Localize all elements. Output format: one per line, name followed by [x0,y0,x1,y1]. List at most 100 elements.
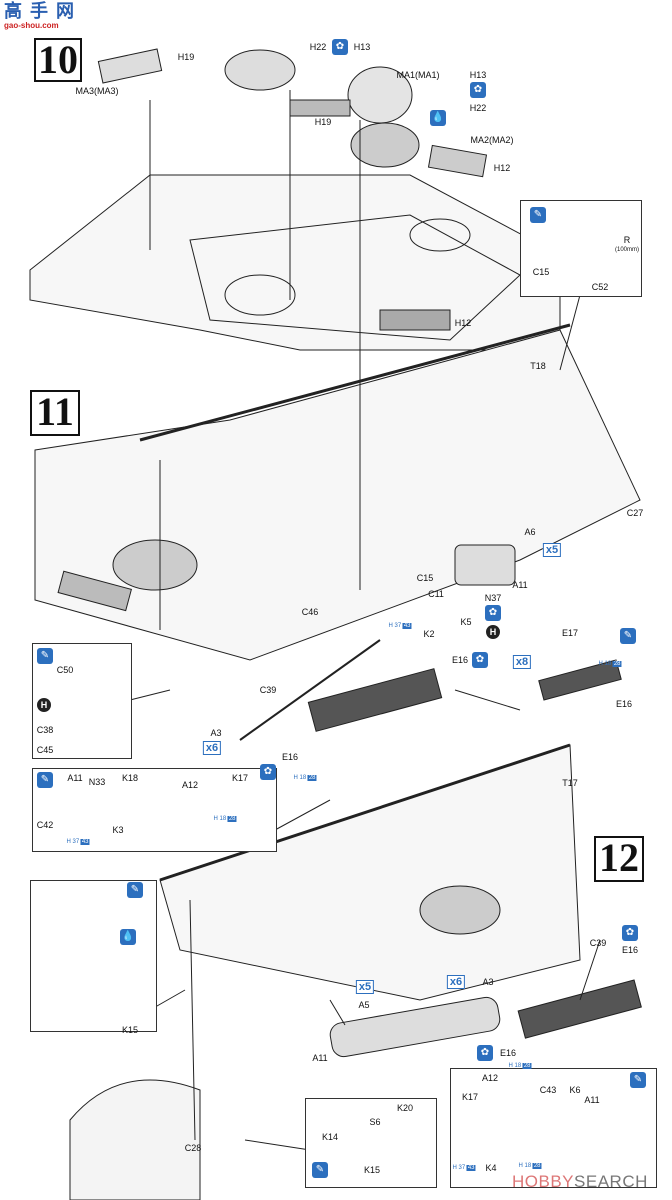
site-watermark: 高手网 gao-shou.com [4,1,82,31]
paint-code: 28 [227,816,237,822]
paint-reference: H 37 43 [66,839,90,845]
paint-reference: H 18 28 [213,816,237,822]
paint-code: H [508,1063,513,1069]
paint-code: 18 [299,775,307,781]
quantity-badge: x6 [446,975,466,989]
part-label: A11 [67,773,83,783]
part-label: A11 [584,1095,600,1105]
paint-code: 28 [522,1063,532,1069]
paint-code: H [518,1163,523,1169]
option-icon: ✿ [260,764,276,780]
part-label: H12 [493,163,511,173]
paint-code: 28 [612,661,622,667]
part-label: K15 [121,1025,139,1035]
paint-reference: H 18 28 [598,661,622,667]
paint-code: H [598,661,603,667]
paint-code: H [213,816,218,822]
paint-code: 18 [604,661,612,667]
paint-reference: H 18 28 [508,1063,532,1069]
glue-icon: 💧 [430,110,446,126]
detail-inset-k17 [32,768,277,852]
part-label: K2 [423,629,435,639]
paint-code: 18 [514,1063,522,1069]
part-label: C43 [539,1085,557,1095]
part-label: K14 [321,1132,339,1142]
detail-inset-k4 [450,1068,657,1188]
part-label: C28 [184,1143,202,1153]
part-label: K17 [231,773,249,783]
part-label: H22 [309,42,327,52]
part-label: E16 [281,752,299,762]
paint-icon: ✎ [127,882,143,898]
option-icon: ✿ [470,82,486,98]
part-label: (100mm) [614,247,640,253]
part-label: E16 [615,699,633,709]
paint-code: 18 [524,1163,532,1169]
paint-icon: ✎ [37,648,53,664]
step-number-10: 10 [34,38,82,82]
part-label: K15 [363,1165,381,1175]
part-label: H19 [314,117,332,127]
quantity-badge: x5 [542,543,562,557]
part-label: N37 [484,593,502,603]
paint-code: 37 [72,839,80,845]
paint-code: H [388,623,393,629]
paint-code: 18 [219,816,227,822]
quantity-badge: x5 [355,980,375,994]
part-label: A11 [512,580,528,590]
paint-code: H [452,1165,457,1171]
option-icon: ✿ [485,605,501,621]
watermark-url-text: gao-shou.com [4,21,59,30]
part-label: S6 [369,1117,381,1127]
part-label: A12 [481,1073,499,1083]
part-label: C38 [36,725,54,735]
part-label: N33 [88,777,106,787]
quantity-badge: x8 [512,655,532,669]
part-label: E16 [499,1048,517,1058]
step-number-12: 12 [594,836,644,882]
part-label: K17 [461,1092,479,1102]
paint-icon: ✎ [37,772,53,788]
part-label: C52 [591,282,609,292]
part-label: A11 [312,1053,328,1063]
part-label: MA2(MA2) [470,135,514,145]
part-label: A6 [524,527,536,537]
part-label: H13 [353,42,371,52]
paint-code: H [293,775,298,781]
paint-icon: ✎ [630,1072,646,1088]
paint-code: 28 [307,775,317,781]
h-badge: H [486,625,500,639]
part-label: C15 [416,573,434,583]
part-label: E16 [621,945,639,955]
paint-code: H [66,839,71,845]
watermark-search-text: SEARCH [574,1172,648,1191]
part-label: E17 [561,628,579,638]
h-badge: H [37,698,51,712]
part-label: MA1(MA1) [396,70,440,80]
part-label: C39 [259,685,277,695]
part-label: C11 [428,589,444,599]
part-label: H19 [177,52,195,62]
part-label: H12 [454,318,472,328]
part-label: T18 [530,361,546,371]
part-label: T17 [562,778,578,788]
paint-icon: ✎ [620,628,636,644]
part-label: A5 [358,1000,370,1010]
part-label: A12 [181,780,199,790]
paint-code: 28 [532,1163,542,1169]
paint-icon: ✎ [530,207,546,223]
part-label: C27 [626,508,644,518]
part-label: A3 [210,728,222,738]
part-label: K18 [121,773,139,783]
paint-code: 43 [466,1165,476,1171]
part-label: C50 [56,665,74,675]
paint-code: 43 [80,839,90,845]
part-label: K4 [485,1163,497,1173]
part-label: K6 [569,1085,581,1095]
option-icon: ✿ [332,39,348,55]
hobby-search-watermark: HOBBYSEARCH [512,1172,648,1192]
detail-inset-k15 [30,880,157,1032]
option-icon: ✿ [622,925,638,941]
